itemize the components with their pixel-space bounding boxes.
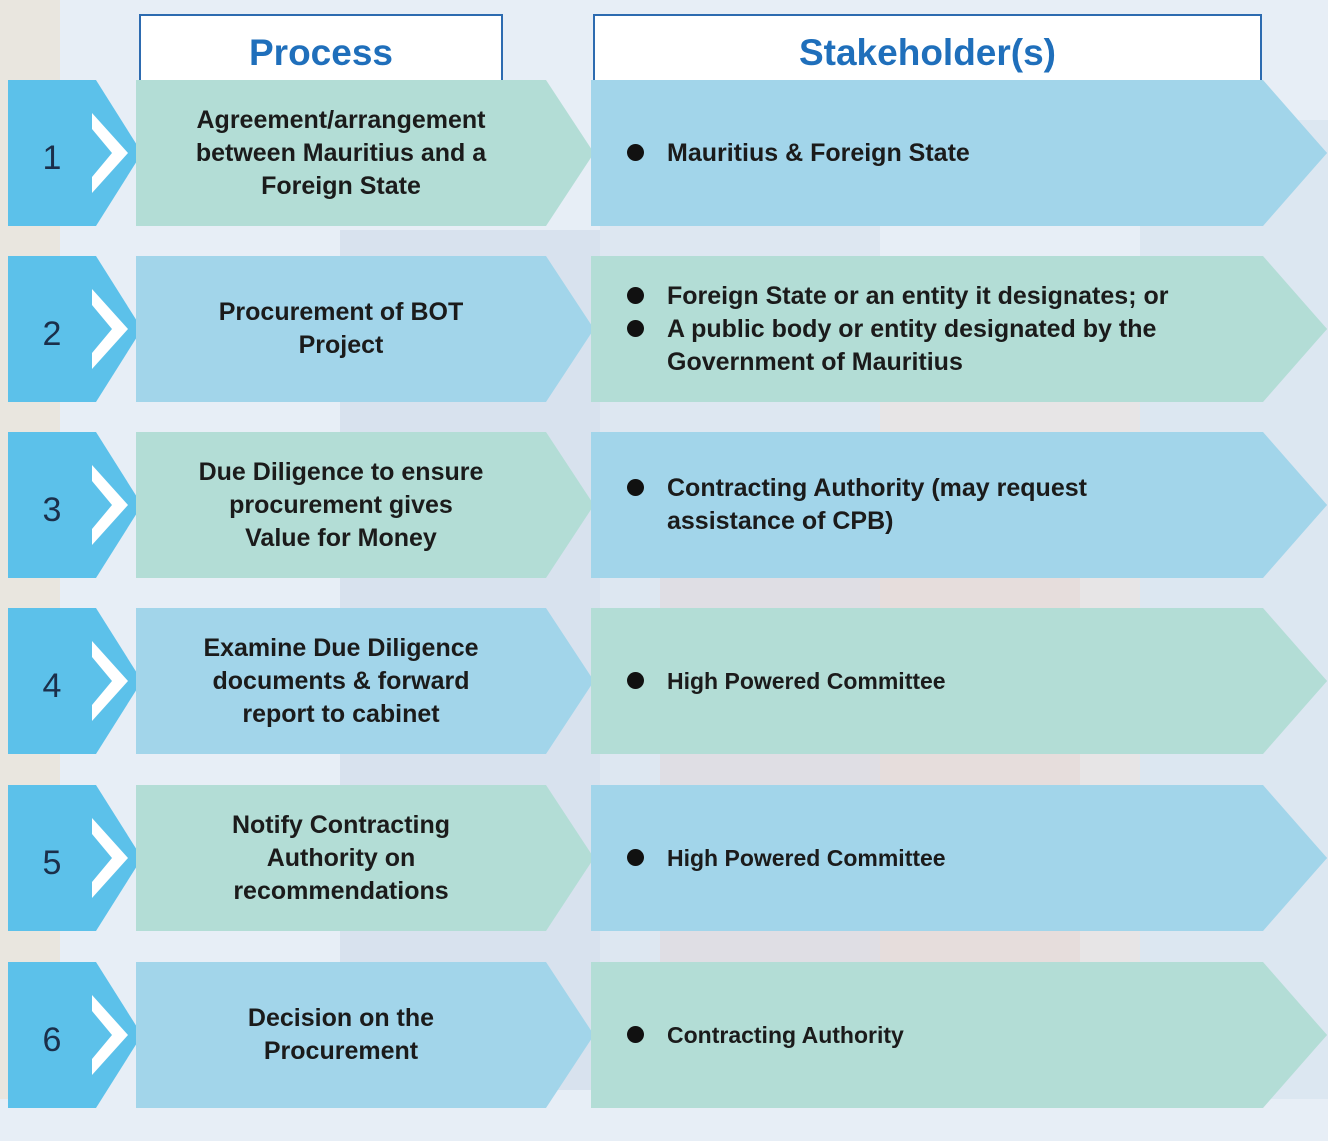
process-step-text: Agreement/arrangement between Mauritius … [195,105,487,200]
bullet-icon [627,671,644,689]
stakeholder-list: Foreign State or an entity it designates… [627,256,1257,402]
stakeholder-text: A public body or entity designated by th… [667,314,1157,376]
step-number: 3 [42,490,62,529]
stakeholder-arrow-icon [1291,289,1327,369]
process-chevron: Agreement/arrangement between Mauritius … [136,80,594,226]
process-step-text: Procurement of BOT Project [218,298,464,359]
stakeholder-arrow-icon [1291,641,1327,721]
process-row: 2 Procurement of BOT Project Foreign State… [0,256,1328,402]
process-step-text: Notify Contracting Authority on recommen… [231,810,451,905]
process-chevron: Notify Contracting Authority on recommen… [136,785,594,931]
process-step-text: Decision on the Procurement [247,1004,435,1065]
process-step-text: Examine Due Diligence documents & forwar… [203,633,479,728]
process-chevron: Examine Due Diligence documents & forwar… [136,608,594,754]
stakeholder-text: Mauritius & Foreign State [667,138,970,167]
process-row: 5 Notify Contracting Authority on recomme… [0,785,1328,931]
process-arrow-icon [538,113,574,193]
process-arrow-icon [538,995,574,1075]
stakeholder-chevron: Foreign State or an entity it designates… [591,256,1327,402]
stakeholder-arrow-icon [1291,465,1327,545]
stakeholder-item: Contracting Authority (may request assis… [627,472,1257,538]
process-header: Process [139,14,503,82]
stakeholder-item: A public body or entity designated by th… [627,313,1257,379]
step-number-chevron: 6 [8,962,142,1108]
stakeholder-item: Contracting Authority [627,1019,1257,1052]
stakeholders-header-label: Stakeholder(s) [798,32,1056,73]
step-number-chevron: 4 [8,608,142,754]
process-row: 3 Due Diligence to ensure procurement giv… [0,432,1328,578]
process-arrow-icon [538,465,574,545]
step-arrow-icon [92,465,128,545]
step-arrow-icon [92,818,128,898]
stakeholder-text: High Powered Committee [667,844,946,871]
stakeholder-arrow-icon [1291,995,1327,1075]
step-number-chevron: 5 [8,785,142,931]
stakeholder-text: High Powered Committee [667,667,946,694]
step-arrow-icon [92,995,128,1075]
stakeholder-chevron: Mauritius & Foreign State [591,80,1327,226]
process-chevron: Procurement of BOT Project [136,256,594,402]
stakeholder-chevron: High Powered Committee [591,608,1327,754]
step-number: 2 [42,314,62,353]
process-chevron: Due Diligence to ensure procurement give… [136,432,594,578]
process-arrow-icon [538,289,574,369]
stakeholder-text: Contracting Authority (may request assis… [667,474,1087,535]
bullet-icon [627,319,644,337]
step-number-chevron: 2 [8,256,142,402]
step-number: 4 [42,666,62,705]
process-arrow-icon [538,818,574,898]
process-row: 6 Decision on the Procurement Contracting … [0,962,1328,1108]
stakeholder-arrow-icon [1291,113,1327,193]
step-number: 6 [42,1020,62,1059]
bullet-icon [627,1025,644,1043]
stakeholder-text: Foreign State or an entity it designates… [667,281,1169,310]
step-number-chevron: 3 [8,432,142,578]
stakeholder-list: High Powered Committee [627,785,1257,931]
process-chevron: Decision on the Procurement [136,962,594,1108]
bullet-icon [627,848,644,866]
stakeholder-chevron: Contracting Authority (may request assis… [591,432,1327,578]
stakeholder-text: Contracting Authority [667,1021,904,1048]
stakeholder-list: Mauritius & Foreign State [627,80,1257,226]
step-number-chevron: 1 [8,80,142,226]
step-arrow-icon [92,113,128,193]
stakeholder-chevron: Contracting Authority [591,962,1327,1108]
stakeholder-item: Foreign State or an entity it designates… [627,280,1257,313]
stakeholder-list: High Powered Committee [627,608,1257,754]
step-arrow-icon [92,641,128,721]
stakeholder-item: High Powered Committee [627,842,1257,875]
stakeholder-arrow-icon [1291,818,1327,898]
process-arrow-icon [538,641,574,721]
bullet-icon [627,143,644,161]
process-row: 4 Examine Due Diligence documents & forwa… [0,608,1328,754]
bullet-icon [627,286,644,304]
stakeholder-chevron: High Powered Committee [591,785,1327,931]
stakeholders-header: Stakeholder(s) [593,14,1262,82]
stakeholder-item: Mauritius & Foreign State [627,137,1257,170]
stakeholder-item: High Powered Committee [627,665,1257,698]
process-header-label: Process [249,32,393,73]
stakeholder-list: Contracting Authority (may request assis… [627,432,1257,578]
stakeholder-list: Contracting Authority [627,962,1257,1108]
process-row: 1 Agreement/arrangement between Mauritius… [0,80,1328,226]
step-number: 5 [42,843,62,882]
step-arrow-icon [92,289,128,369]
step-number: 1 [42,138,62,177]
process-step-text: Due Diligence to ensure procurement give… [198,457,484,552]
bullet-icon [627,479,644,496]
